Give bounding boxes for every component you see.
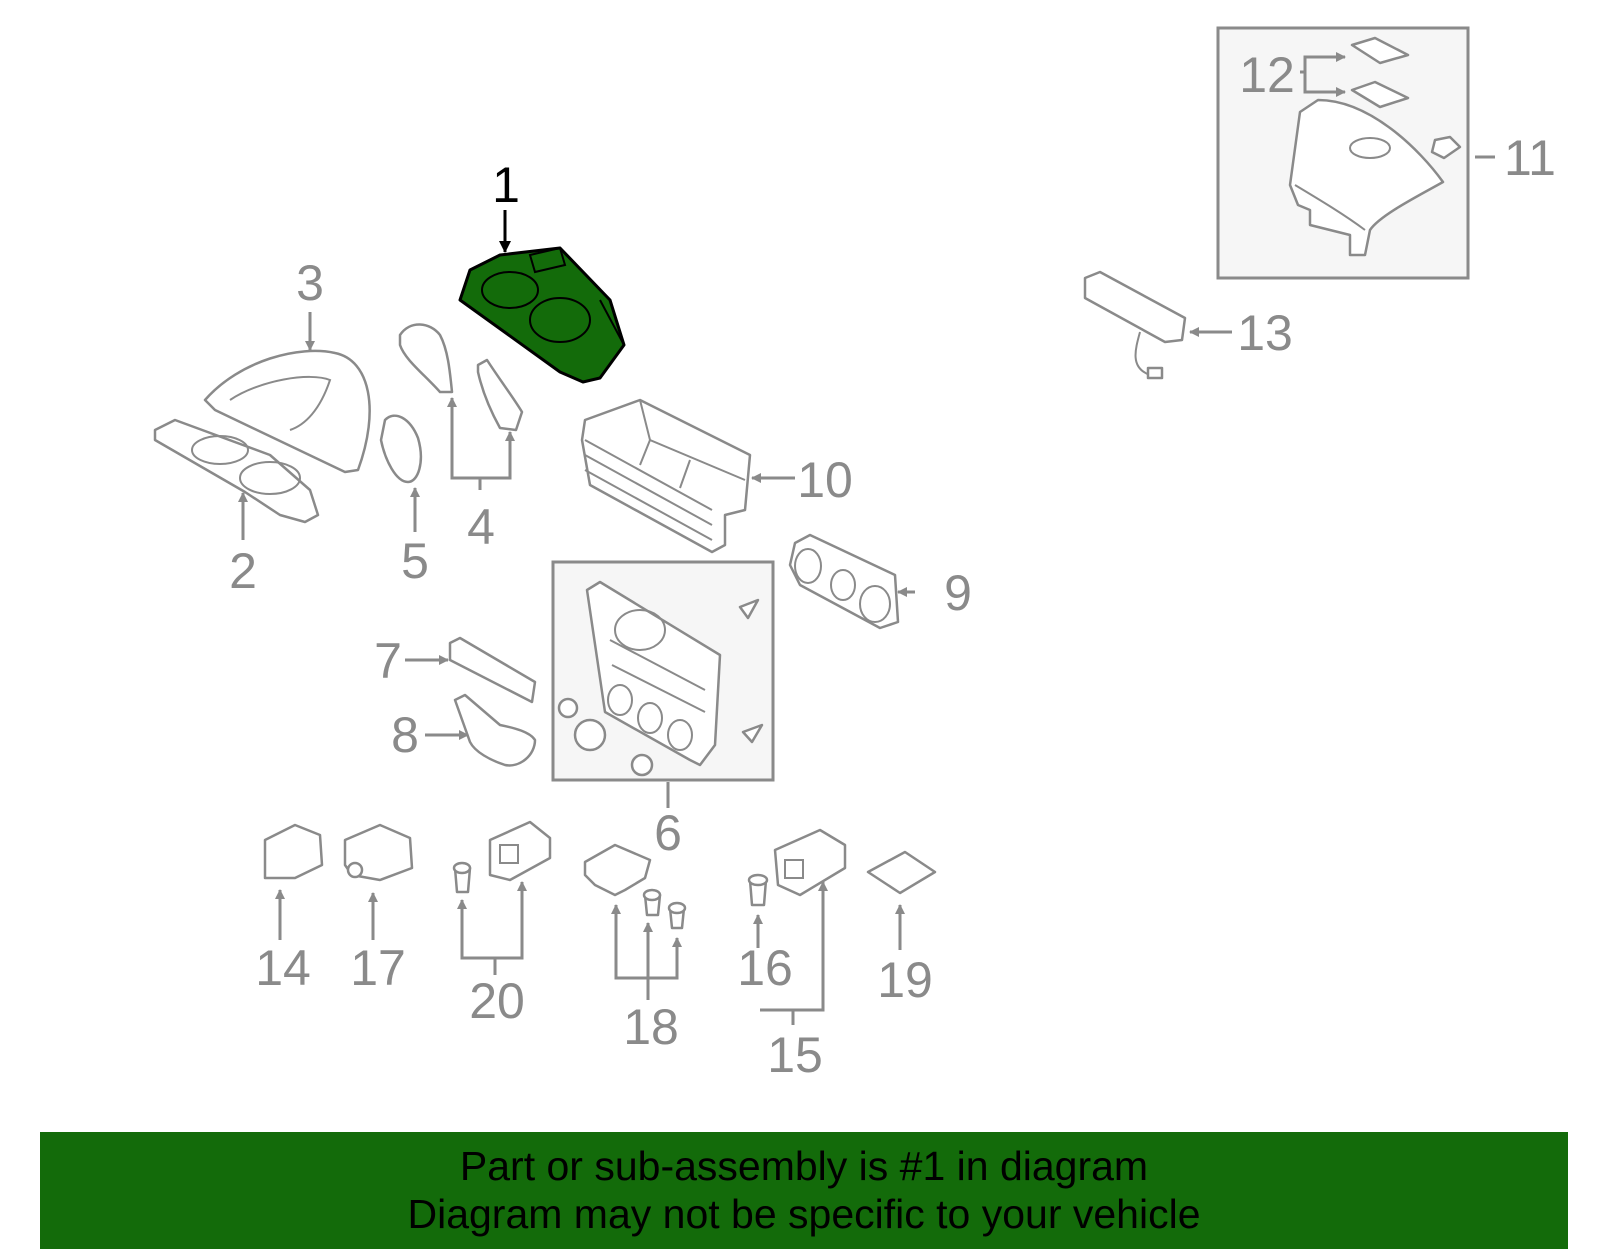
callout-10: 10 — [797, 452, 853, 508]
part-18-screw-a[interactable] — [642, 888, 662, 917]
callout-14: 14 — [255, 940, 311, 996]
part-2-bezel[interactable] — [153, 418, 320, 524]
callout-16: 16 — [737, 940, 793, 996]
callout-2: 2 — [229, 543, 257, 599]
callout-17: 17 — [350, 940, 406, 996]
part-18-screw-b[interactable] — [667, 901, 687, 930]
part-20-screw[interactable] — [452, 861, 472, 894]
part-19-module[interactable] — [866, 850, 937, 895]
leader-lines — [238, 52, 1495, 1025]
callout-1: 1 — [492, 157, 520, 213]
part-14-switch[interactable] — [263, 823, 324, 880]
part-15-switch[interactable] — [773, 828, 847, 897]
part-16-screw[interactable] — [747, 873, 769, 907]
part-1-cluster-housing[interactable] — [458, 246, 626, 384]
part-7-trim-strip[interactable] — [448, 636, 537, 704]
part-5-gauge-lens[interactable] — [379, 414, 423, 484]
part-10-vent-frame[interactable] — [580, 398, 752, 554]
part-8-trim-panel[interactable] — [453, 693, 537, 767]
part-11-top-cover-box[interactable] — [1216, 26, 1470, 280]
part-20-switch[interactable] — [488, 820, 552, 882]
part-6-control-panel-box[interactable] — [551, 560, 775, 782]
part-18-switch[interactable] — [583, 843, 652, 897]
part-17-switch[interactable] — [343, 823, 414, 882]
part-4-lens-b[interactable] — [476, 358, 524, 432]
banner-line-2: Diagram may not be specific to your vehi… — [407, 1191, 1201, 1237]
callout-6: 6 — [654, 805, 682, 861]
part-3-hood[interactable] — [203, 349, 371, 474]
callout-11: 11 — [1504, 130, 1556, 186]
part-9-knob-cluster[interactable] — [788, 533, 900, 630]
callout-8: 8 — [391, 707, 419, 763]
callout-13: 13 — [1237, 305, 1293, 361]
callout-20: 20 — [469, 973, 525, 1029]
callout-19: 19 — [877, 952, 933, 1008]
banner-line-1: Part or sub-assembly is #1 in diagram — [459, 1143, 1149, 1189]
part-4-lens-a[interactable] — [398, 323, 454, 394]
callout-7: 7 — [374, 633, 402, 689]
callout-15: 15 — [767, 1027, 823, 1083]
part-13-switch-harness[interactable] — [1083, 270, 1187, 380]
callout-12: 12 — [1239, 47, 1295, 103]
info-banner: Part or sub-assembly is #1 in diagram Di… — [40, 1132, 1568, 1249]
callout-5: 5 — [401, 533, 429, 589]
callout-18: 18 — [623, 999, 679, 1055]
callout-4: 4 — [467, 499, 495, 555]
callout-3: 3 — [296, 255, 324, 311]
callout-9: 9 — [944, 565, 972, 621]
